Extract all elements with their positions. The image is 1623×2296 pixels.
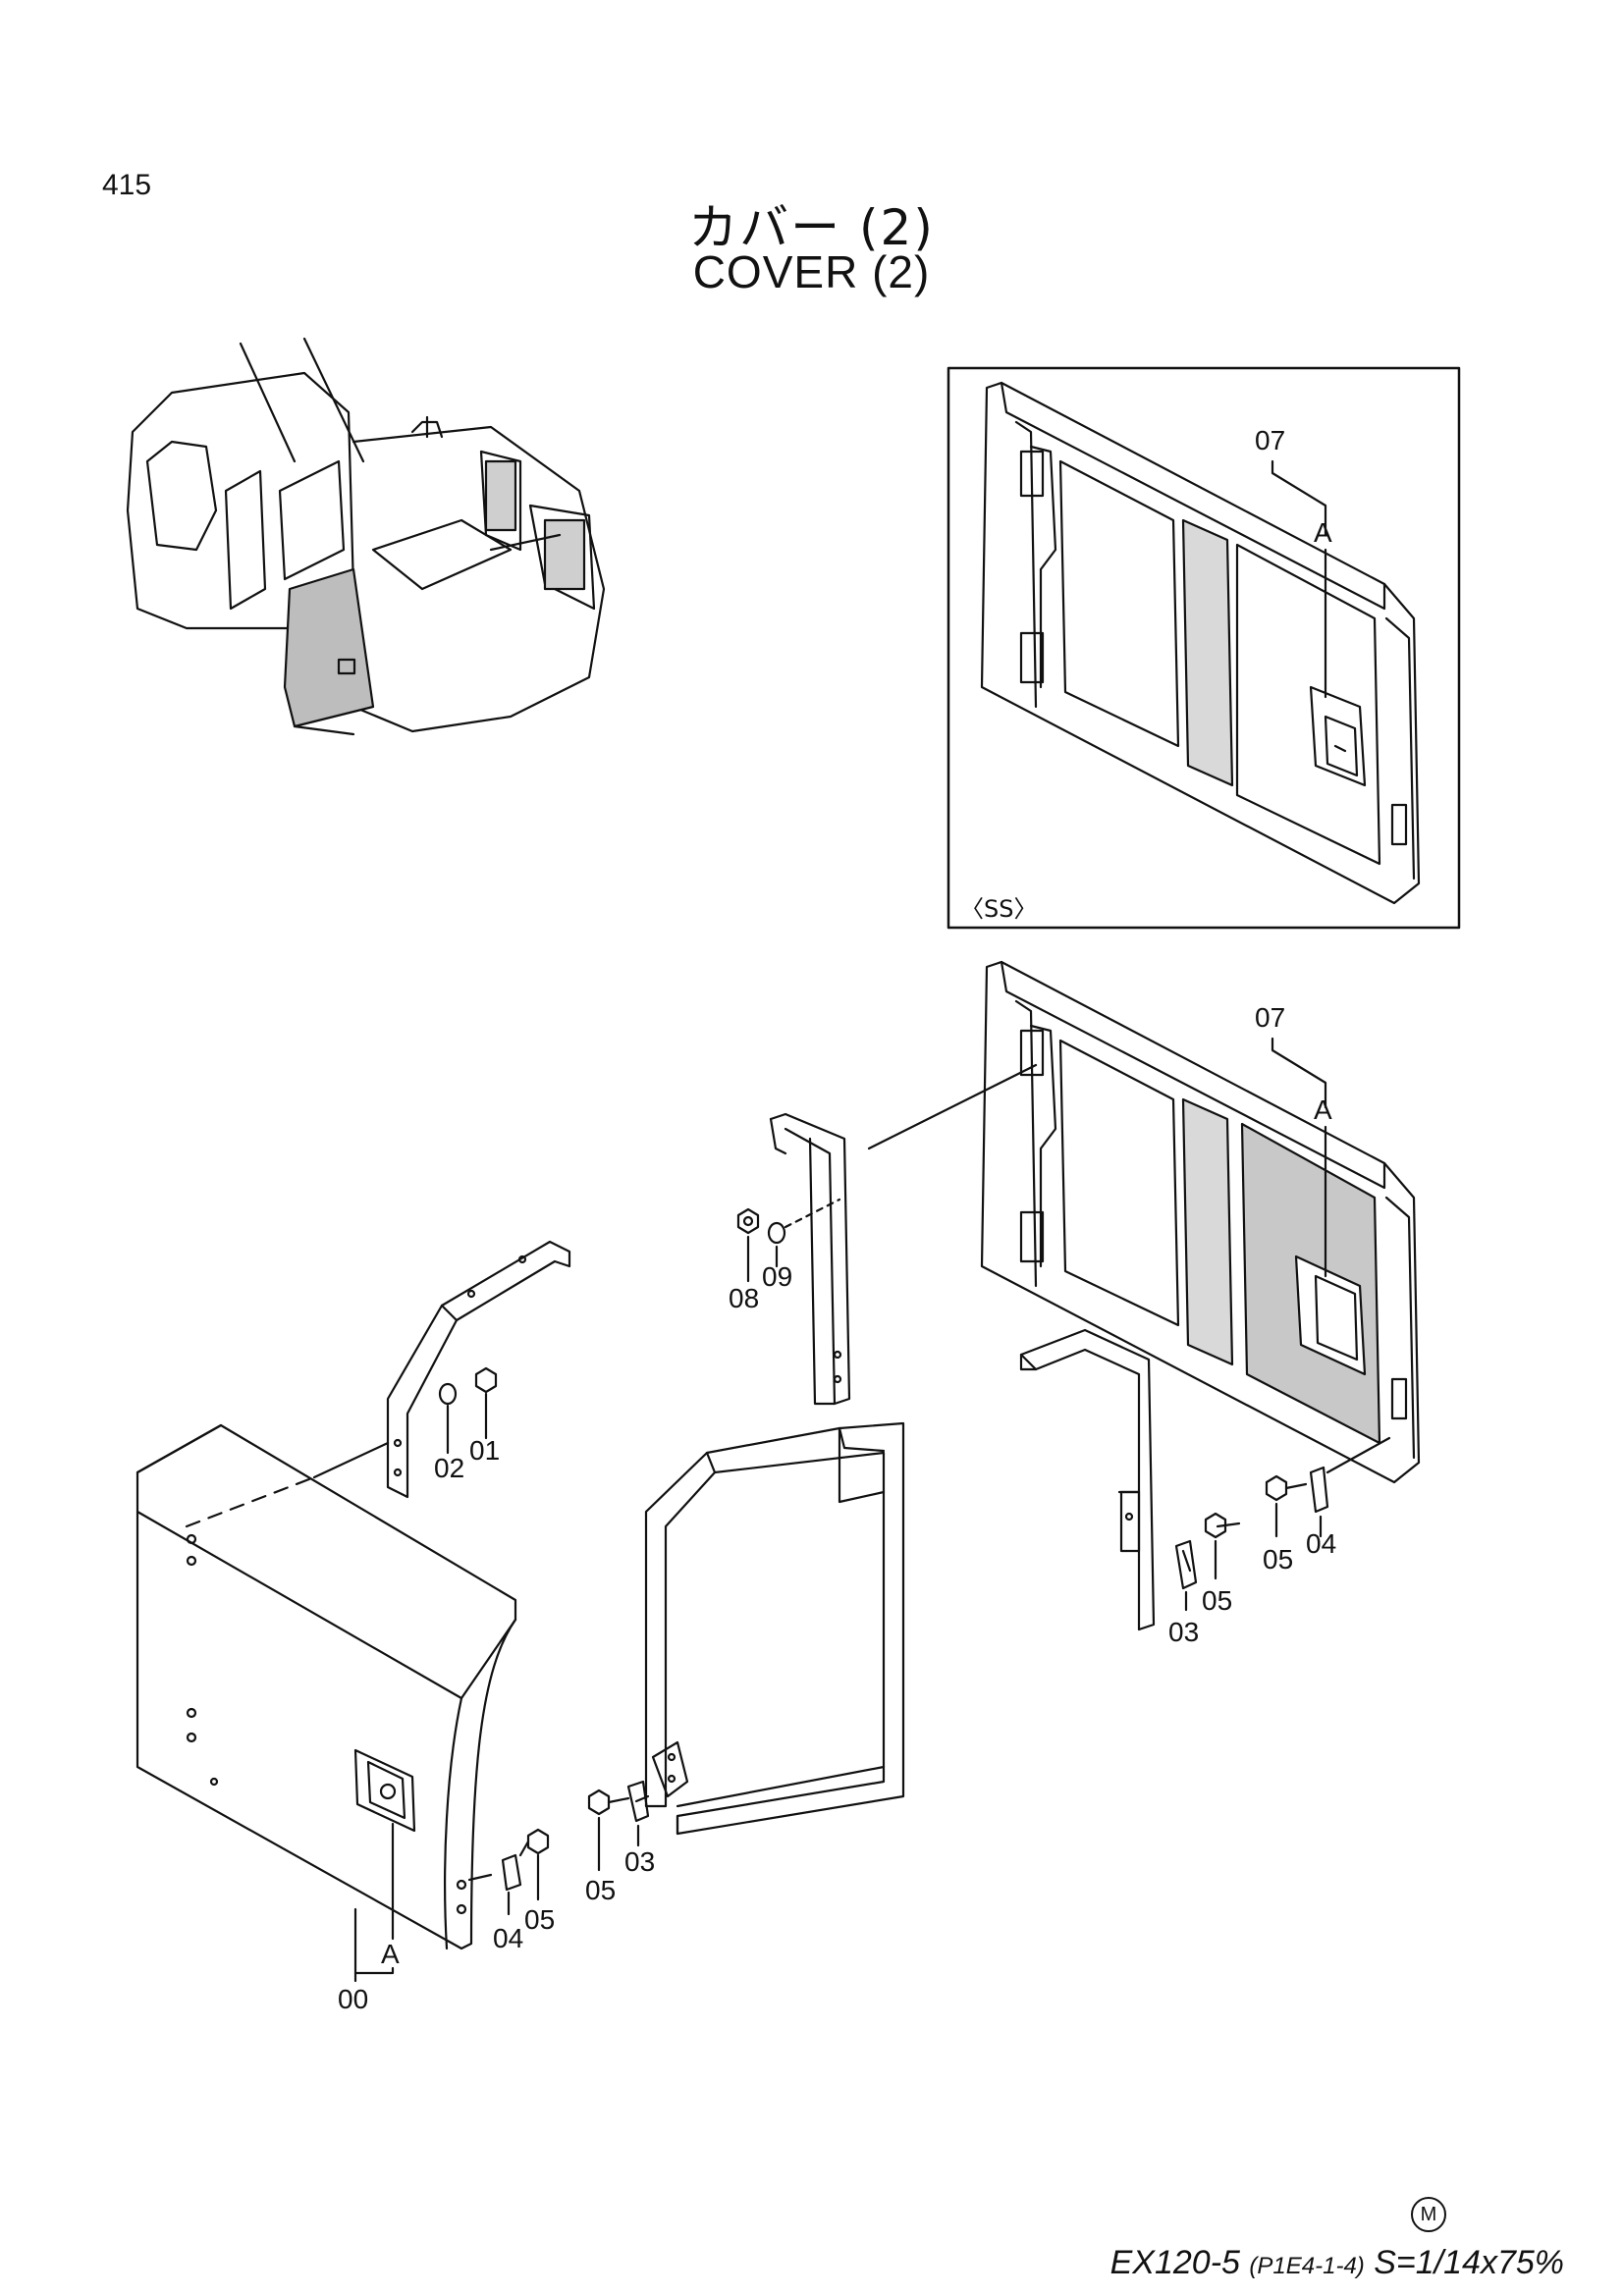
clip-04-right [1309,1466,1329,1514]
part-label-02: 02 [434,1453,464,1483]
part-label-01: 01 [469,1435,500,1466]
footer-code: (P1E4-1-4) [1249,2253,1365,2279]
page-title-japanese: カバー (2) [688,199,935,256]
right-lower-bracket [1019,1328,1156,1631]
excavator-overview [126,337,606,736]
washer-09 [767,1221,786,1245]
footer-scale: S=1/14x75% [1374,2244,1564,2281]
part-label-00: 00 [338,1984,368,2014]
ref-label-a-left: A [381,1939,400,1969]
inset-label: 〈SS〉 [960,895,1037,923]
part-label-08: 08 [729,1283,759,1313]
left-cover-panel [135,1423,517,1950]
clip-03-left [626,1780,650,1823]
footer-model: EX120-5 [1109,2244,1240,2281]
bolt-05-left-b [526,1828,550,1855]
footer-model-info: EX120-5 (P1E4-1-4) S=1/14x75% [1110,2244,1564,2282]
part-label-09: 09 [762,1261,792,1292]
clip-03-right [1174,1539,1198,1590]
center-bracket [769,1112,851,1406]
inset-part-label-07: 07 [1255,425,1285,455]
bolt-05-right-a [1204,1512,1227,1539]
part-label-05-left-b: 05 [524,1904,555,1935]
right-cover-assembly [980,960,1421,1484]
stamp-m: M [1411,2197,1446,2232]
inset-ss-box [947,366,1461,930]
bolt-05-left-a [587,1789,611,1816]
part-label-04-left: 04 [493,1923,523,1953]
part-label-05-left-a: 05 [585,1875,616,1905]
bolt-05-right-b [1265,1474,1288,1502]
part-label-05-right-b: 05 [1263,1544,1293,1575]
nut-08 [736,1207,760,1235]
part-label-05-right-a: 05 [1202,1585,1232,1616]
inset-ref-label-a: A [1314,517,1332,548]
clip-04-left [501,1853,522,1892]
nut-01 [474,1366,498,1394]
page-title-english: COVER (2) [692,246,931,297]
ref-label-a-right: A [1314,1095,1332,1125]
door-frame [644,1421,905,1836]
part-label-07: 07 [1255,1002,1285,1033]
part-label-03-left: 03 [624,1846,655,1877]
left-upper-bracket [386,1240,571,1499]
page-number: 415 [102,169,152,201]
part-label-03-right: 03 [1168,1617,1199,1647]
part-label-04-right: 04 [1306,1528,1336,1559]
washer-02 [438,1382,458,1406]
